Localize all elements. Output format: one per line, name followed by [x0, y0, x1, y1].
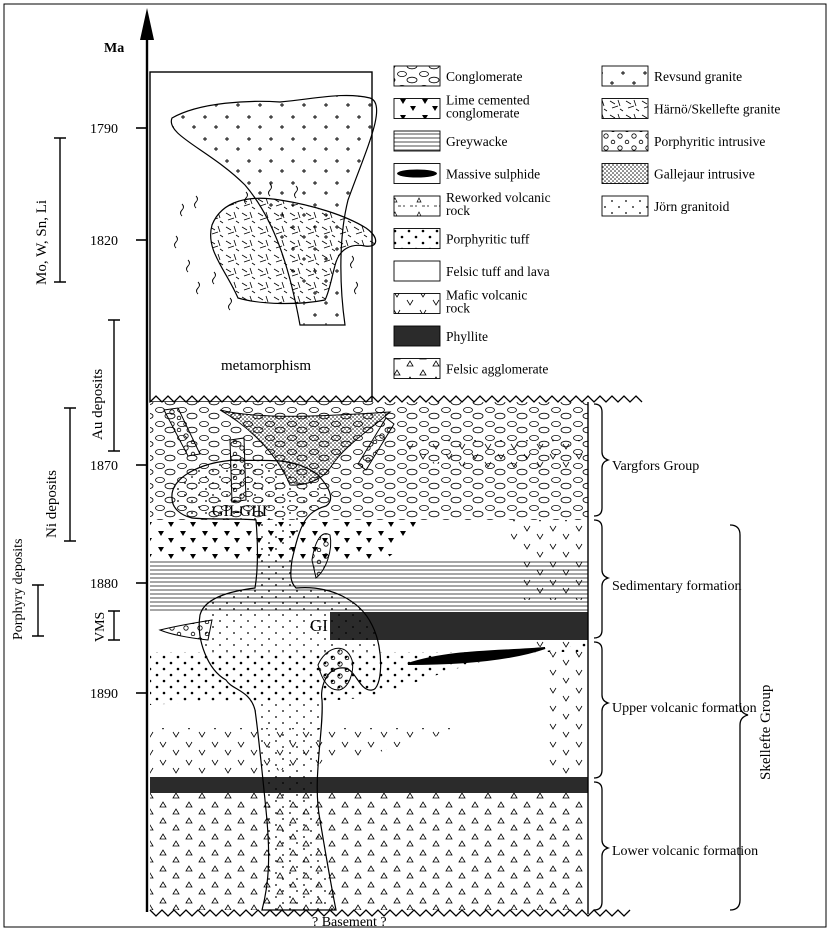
formation-label-vargfors: Vargfors Group — [612, 459, 699, 474]
legend-swatch — [394, 66, 440, 86]
column-jagged-bottom — [150, 910, 630, 916]
legend-label: Felsic agglomerate — [446, 362, 548, 377]
legend-swatch — [602, 164, 648, 184]
layer-phyllite-lower — [150, 777, 588, 793]
legend-label: Greywacke — [446, 134, 507, 149]
deposit-label-vms: VMS — [93, 612, 108, 642]
tick-label-1820: 1820 — [90, 234, 118, 249]
metamorphism-label: metamorphism — [221, 358, 311, 374]
legend-swatch — [394, 326, 440, 346]
legend-swatch — [602, 99, 648, 119]
gi-label: GI — [310, 616, 328, 635]
formation-label-sedimentary: Sedimentary formation — [612, 579, 741, 594]
tick-label-1890: 1890 — [90, 687, 118, 702]
legend-swatch — [394, 294, 440, 314]
formation-label-upper-volcanic: Upper volcanic formation — [612, 701, 757, 716]
legend-swatch — [602, 196, 648, 216]
legend-label: Revsund granite — [654, 69, 742, 84]
stratigraphic-column: GII-GIII GI — [150, 396, 642, 916]
legend-label: Härnö/Skellefte granite — [654, 102, 780, 117]
legend-label: Felsic tuff and lava — [446, 264, 550, 279]
tick-label-1790: 1790 — [90, 122, 118, 137]
legend-swatch — [394, 359, 440, 379]
legend-swatch — [602, 66, 648, 86]
formation-braces — [594, 404, 748, 910]
deposit-label-ni: Ni deposits — [44, 470, 60, 538]
legend-swatch — [602, 131, 648, 151]
legend-swatch — [394, 196, 440, 216]
tick-label-1870: 1870 — [90, 459, 118, 474]
massive-sulphide-swatch-icon — [397, 170, 437, 178]
axis-unit: Ma — [104, 41, 124, 56]
deposit-label-mo-w-sn-li: Mo, W, Sn, Li — [34, 200, 50, 285]
legend-swatch — [394, 131, 440, 151]
deposit-label-au: Au deposits — [90, 369, 106, 440]
time-axis: Ma 1790 1820 1870 1880 1890 — [90, 8, 154, 912]
legend-label: Conglomerate — [446, 69, 522, 84]
legend-swatch — [394, 229, 440, 249]
legend-label: Gallejaur intrusive — [654, 167, 755, 182]
dyke-2 — [230, 438, 246, 502]
deposit-label-porphyry: Porphyry deposits — [11, 539, 26, 641]
gii-giii-label: GII-GIII — [212, 503, 267, 520]
legend-swatch — [394, 261, 440, 281]
formation-label-lower-volcanic: Lower volcanic formation — [612, 844, 758, 859]
metamorphism-panel: metamorphism — [150, 72, 377, 402]
legend-label: Porphyritic tuff — [446, 232, 530, 247]
legend-label: Phyllite — [446, 329, 488, 344]
basement-label: ? Basement ? — [312, 915, 387, 930]
legend-label: Porphyritic intrusive — [654, 134, 765, 149]
legend-label: Jörn granitoid — [654, 199, 730, 214]
axis-arrow-icon — [140, 8, 154, 40]
group-label-skellefte: Skellefte Group — [758, 685, 774, 780]
tick-label-1880: 1880 — [90, 577, 118, 592]
legend-label: Massive sulphide — [446, 167, 540, 182]
legend-swatch — [394, 99, 440, 119]
layer-felsic-agglomerate — [150, 790, 588, 910]
